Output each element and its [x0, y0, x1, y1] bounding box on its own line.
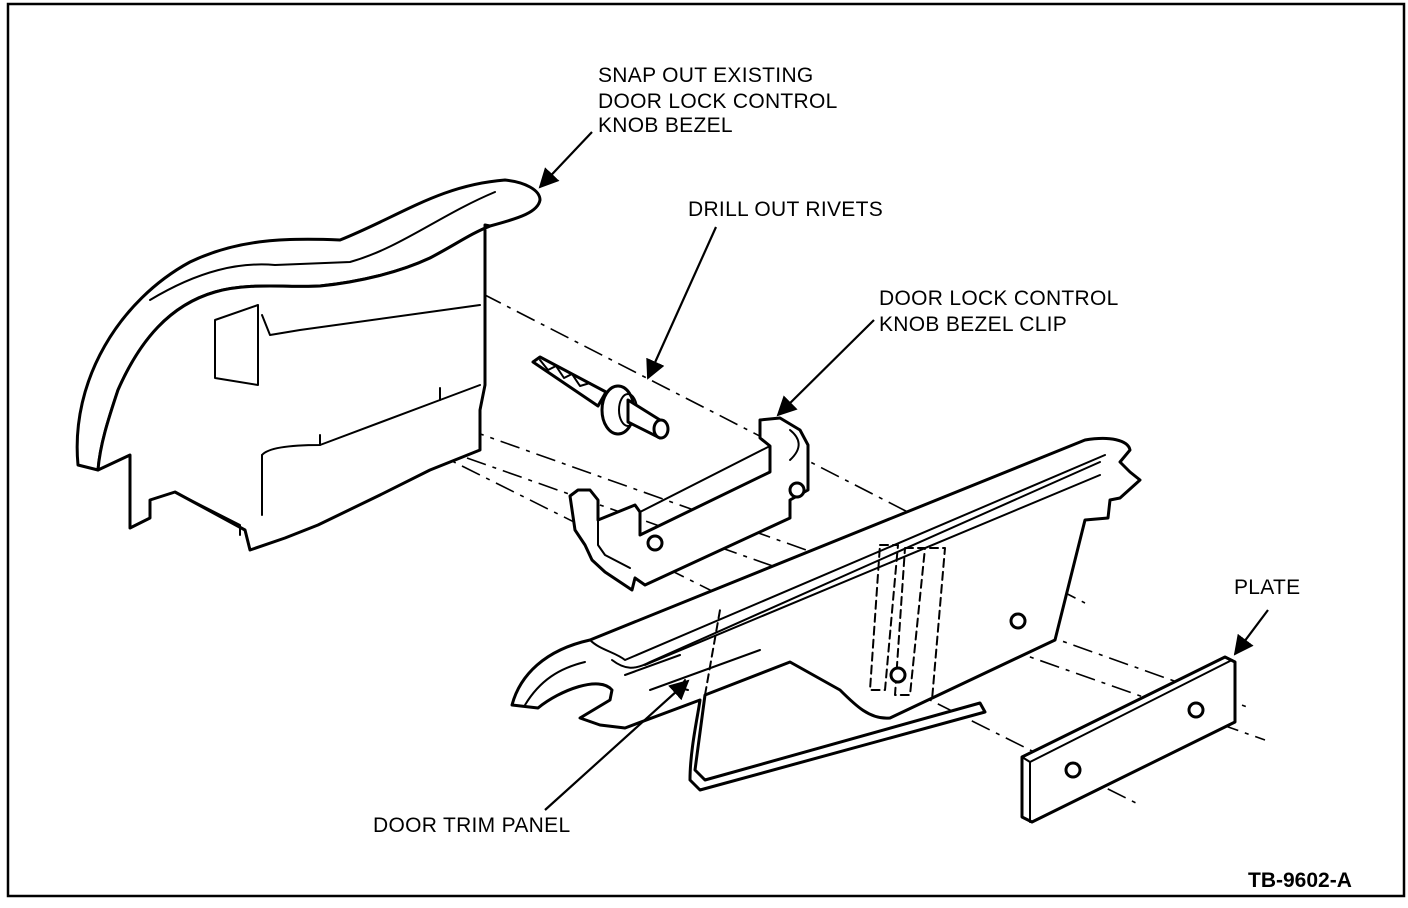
door-trim-panel	[510, 436, 1142, 792]
clip-label-line1: DOOR LOCK CONTROL	[879, 287, 1119, 310]
bezel-label-line1: SNAP OUT EXISTING	[598, 64, 814, 87]
leaders	[538, 131, 1269, 811]
plate	[1020, 655, 1237, 824]
bezel-label-line2: DOOR LOCK CONTROL	[598, 90, 838, 113]
bezel-clip	[568, 416, 810, 592]
rivets-label: DRILL OUT RIVETS	[688, 198, 883, 221]
bezel-label-line3: KNOB BEZEL	[598, 114, 733, 137]
figure-frame	[6, 2, 1406, 898]
rivet	[531, 355, 670, 440]
figure-code: TB-9602-A	[1248, 869, 1352, 892]
clip-label-line2: KNOB BEZEL CLIP	[879, 313, 1067, 336]
plate-label: PLATE	[1234, 576, 1300, 599]
trim-panel-label: DOOR TRIM PANEL	[373, 814, 570, 837]
knob-bezel	[75, 178, 542, 552]
